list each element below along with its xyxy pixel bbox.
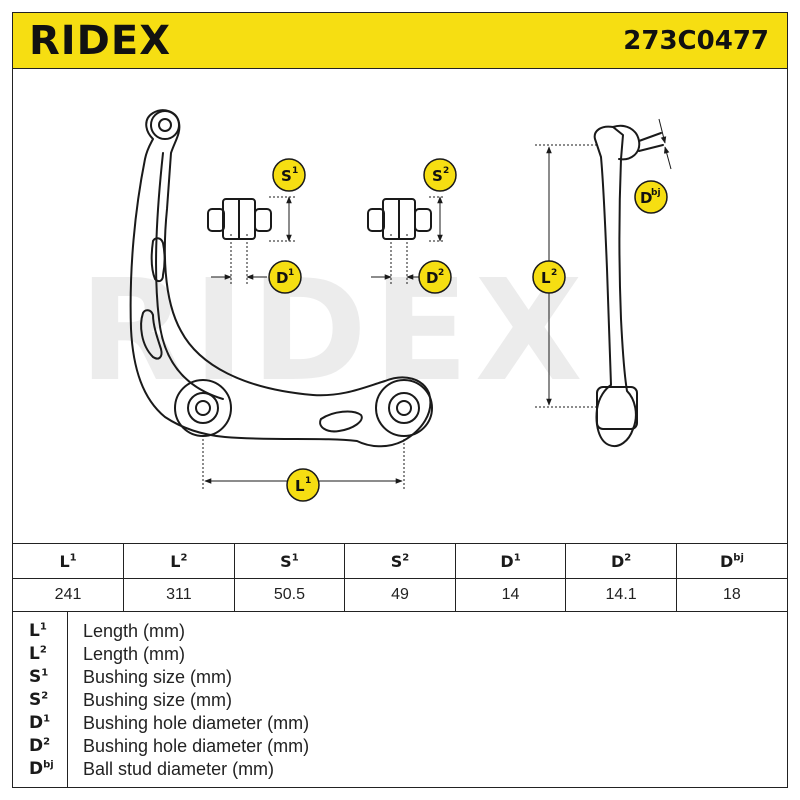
badge-dbj: D bj [634, 180, 668, 214]
legend-divider [67, 611, 68, 787]
bushing-s2-right [414, 208, 432, 232]
spec-value-l2: 311 [123, 578, 235, 612]
svg-text:2: 2 [443, 166, 449, 176]
spec-header-dbj: Dbj [675, 543, 787, 579]
svg-text:L: L [541, 269, 551, 287]
legend-description: Length (mm) [83, 644, 186, 664]
arm-inner-line [155, 152, 224, 400]
top-bushing [150, 110, 180, 140]
legend-symbol: D2 [29, 736, 51, 756]
svg-text:L: L [295, 477, 305, 495]
spec-header-row: L1 L2 S1 S2 D1 D2 Dbj [13, 543, 787, 579]
brand-logo: RIDEX [29, 18, 172, 64]
badge-s1: S 1 [272, 158, 306, 192]
svg-text:S: S [281, 167, 292, 185]
legend-item: Dbj Ball stud diameter (mm) [13, 759, 787, 782]
spec-value-d2: 14.1 [565, 578, 677, 612]
top-bushing-hole [158, 118, 172, 132]
bushing-right-hole [396, 400, 412, 416]
spec-value-row: 241 311 50.5 49 14 14.1 18 [13, 578, 787, 612]
legend-symbol: Dbj [29, 759, 54, 779]
svg-text:D: D [426, 269, 438, 287]
legend-description: Bushing hole diameter (mm) [83, 713, 310, 733]
spec-header-d1: D1 [454, 543, 567, 579]
legend-item: S2 Bushing size (mm) [13, 690, 787, 713]
badge-d2: D 2 [418, 260, 452, 294]
spec-header-s1: S1 [233, 543, 346, 579]
svg-text:bj: bj [651, 188, 661, 198]
arm-slot-oval [319, 410, 363, 433]
legend-item: D2 Bushing hole diameter (mm) [13, 736, 787, 759]
bushing-right-outer [375, 379, 433, 437]
technical-drawing: RIDEX [13, 69, 787, 543]
spec-header-l1: L1 [13, 543, 125, 579]
legend-symbol: S2 [29, 690, 49, 710]
watermark: RIDEX [79, 250, 589, 413]
badge-l2: L 2 [532, 260, 566, 294]
svg-text:S: S [432, 167, 443, 185]
side-bushing [596, 386, 638, 430]
bushing-left-outer [174, 379, 232, 437]
arm-slot-upper [150, 237, 166, 283]
legend-item: S1 Bushing size (mm) [13, 667, 787, 690]
svg-text:1: 1 [305, 476, 311, 486]
legend-description: Length (mm) [83, 621, 186, 641]
product-sheet: RIDEX 273C0477 RIDEX [12, 12, 788, 788]
bushing-s1-right [254, 208, 272, 232]
spec-value-d1: 14 [454, 578, 567, 612]
legend-description: Bushing size (mm) [83, 667, 233, 687]
spec-header-s2: S2 [344, 543, 456, 579]
legend-item: D1 Bushing hole diameter (mm) [13, 713, 787, 736]
legend: L1 Length (mm) L2 Length (mm) S1 Bushing… [13, 611, 787, 787]
legend-item: L2 Length (mm) [13, 644, 787, 667]
arm-slot-lower [140, 309, 163, 360]
svg-text:D: D [276, 269, 288, 287]
spec-value-dbj: 18 [675, 578, 787, 612]
bushing-left-mid [187, 392, 219, 424]
legend-symbol: L2 [29, 644, 47, 664]
part-number: 273C0477 [623, 26, 769, 56]
spec-header-l2: L2 [123, 543, 235, 579]
legend-description: Bushing hole diameter (mm) [83, 736, 310, 756]
spec-value-s1: 50.5 [233, 578, 346, 612]
header-bar: RIDEX 273C0477 [13, 13, 787, 69]
spec-header-d2: D2 [565, 543, 677, 579]
legend-description: Ball stud diameter (mm) [83, 759, 275, 779]
legend-description: Bushing size (mm) [83, 690, 233, 710]
svg-text:D: D [640, 189, 652, 207]
legend-symbol: D1 [29, 713, 51, 733]
bushing-left-hole [195, 400, 211, 416]
legend-item: L1 Length (mm) [13, 621, 787, 644]
badge-l1: L 1 [286, 468, 320, 502]
bushing-s1-left [207, 208, 225, 232]
spec-table: L1 L2 S1 S2 D1 D2 Dbj 241 311 50.5 49 14… [13, 543, 787, 612]
bushing-right-mid [388, 392, 420, 424]
legend-symbol: L1 [29, 621, 47, 641]
svg-text:2: 2 [438, 268, 444, 278]
spec-value-s2: 49 [344, 578, 456, 612]
control-arm-drawing: S 1 S 2 D 1 D 2 L 1 [129, 109, 672, 502]
svg-text:2: 2 [551, 268, 557, 278]
svg-text:1: 1 [288, 268, 294, 278]
bushing-s2-left [367, 208, 385, 232]
spec-value-l1: 241 [13, 578, 125, 612]
badge-d1: D 1 [268, 260, 302, 294]
side-arm-outline [593, 125, 637, 447]
legend-symbol: S1 [29, 667, 49, 687]
svg-text:1: 1 [292, 166, 298, 176]
badge-s2: S 2 [423, 158, 457, 192]
